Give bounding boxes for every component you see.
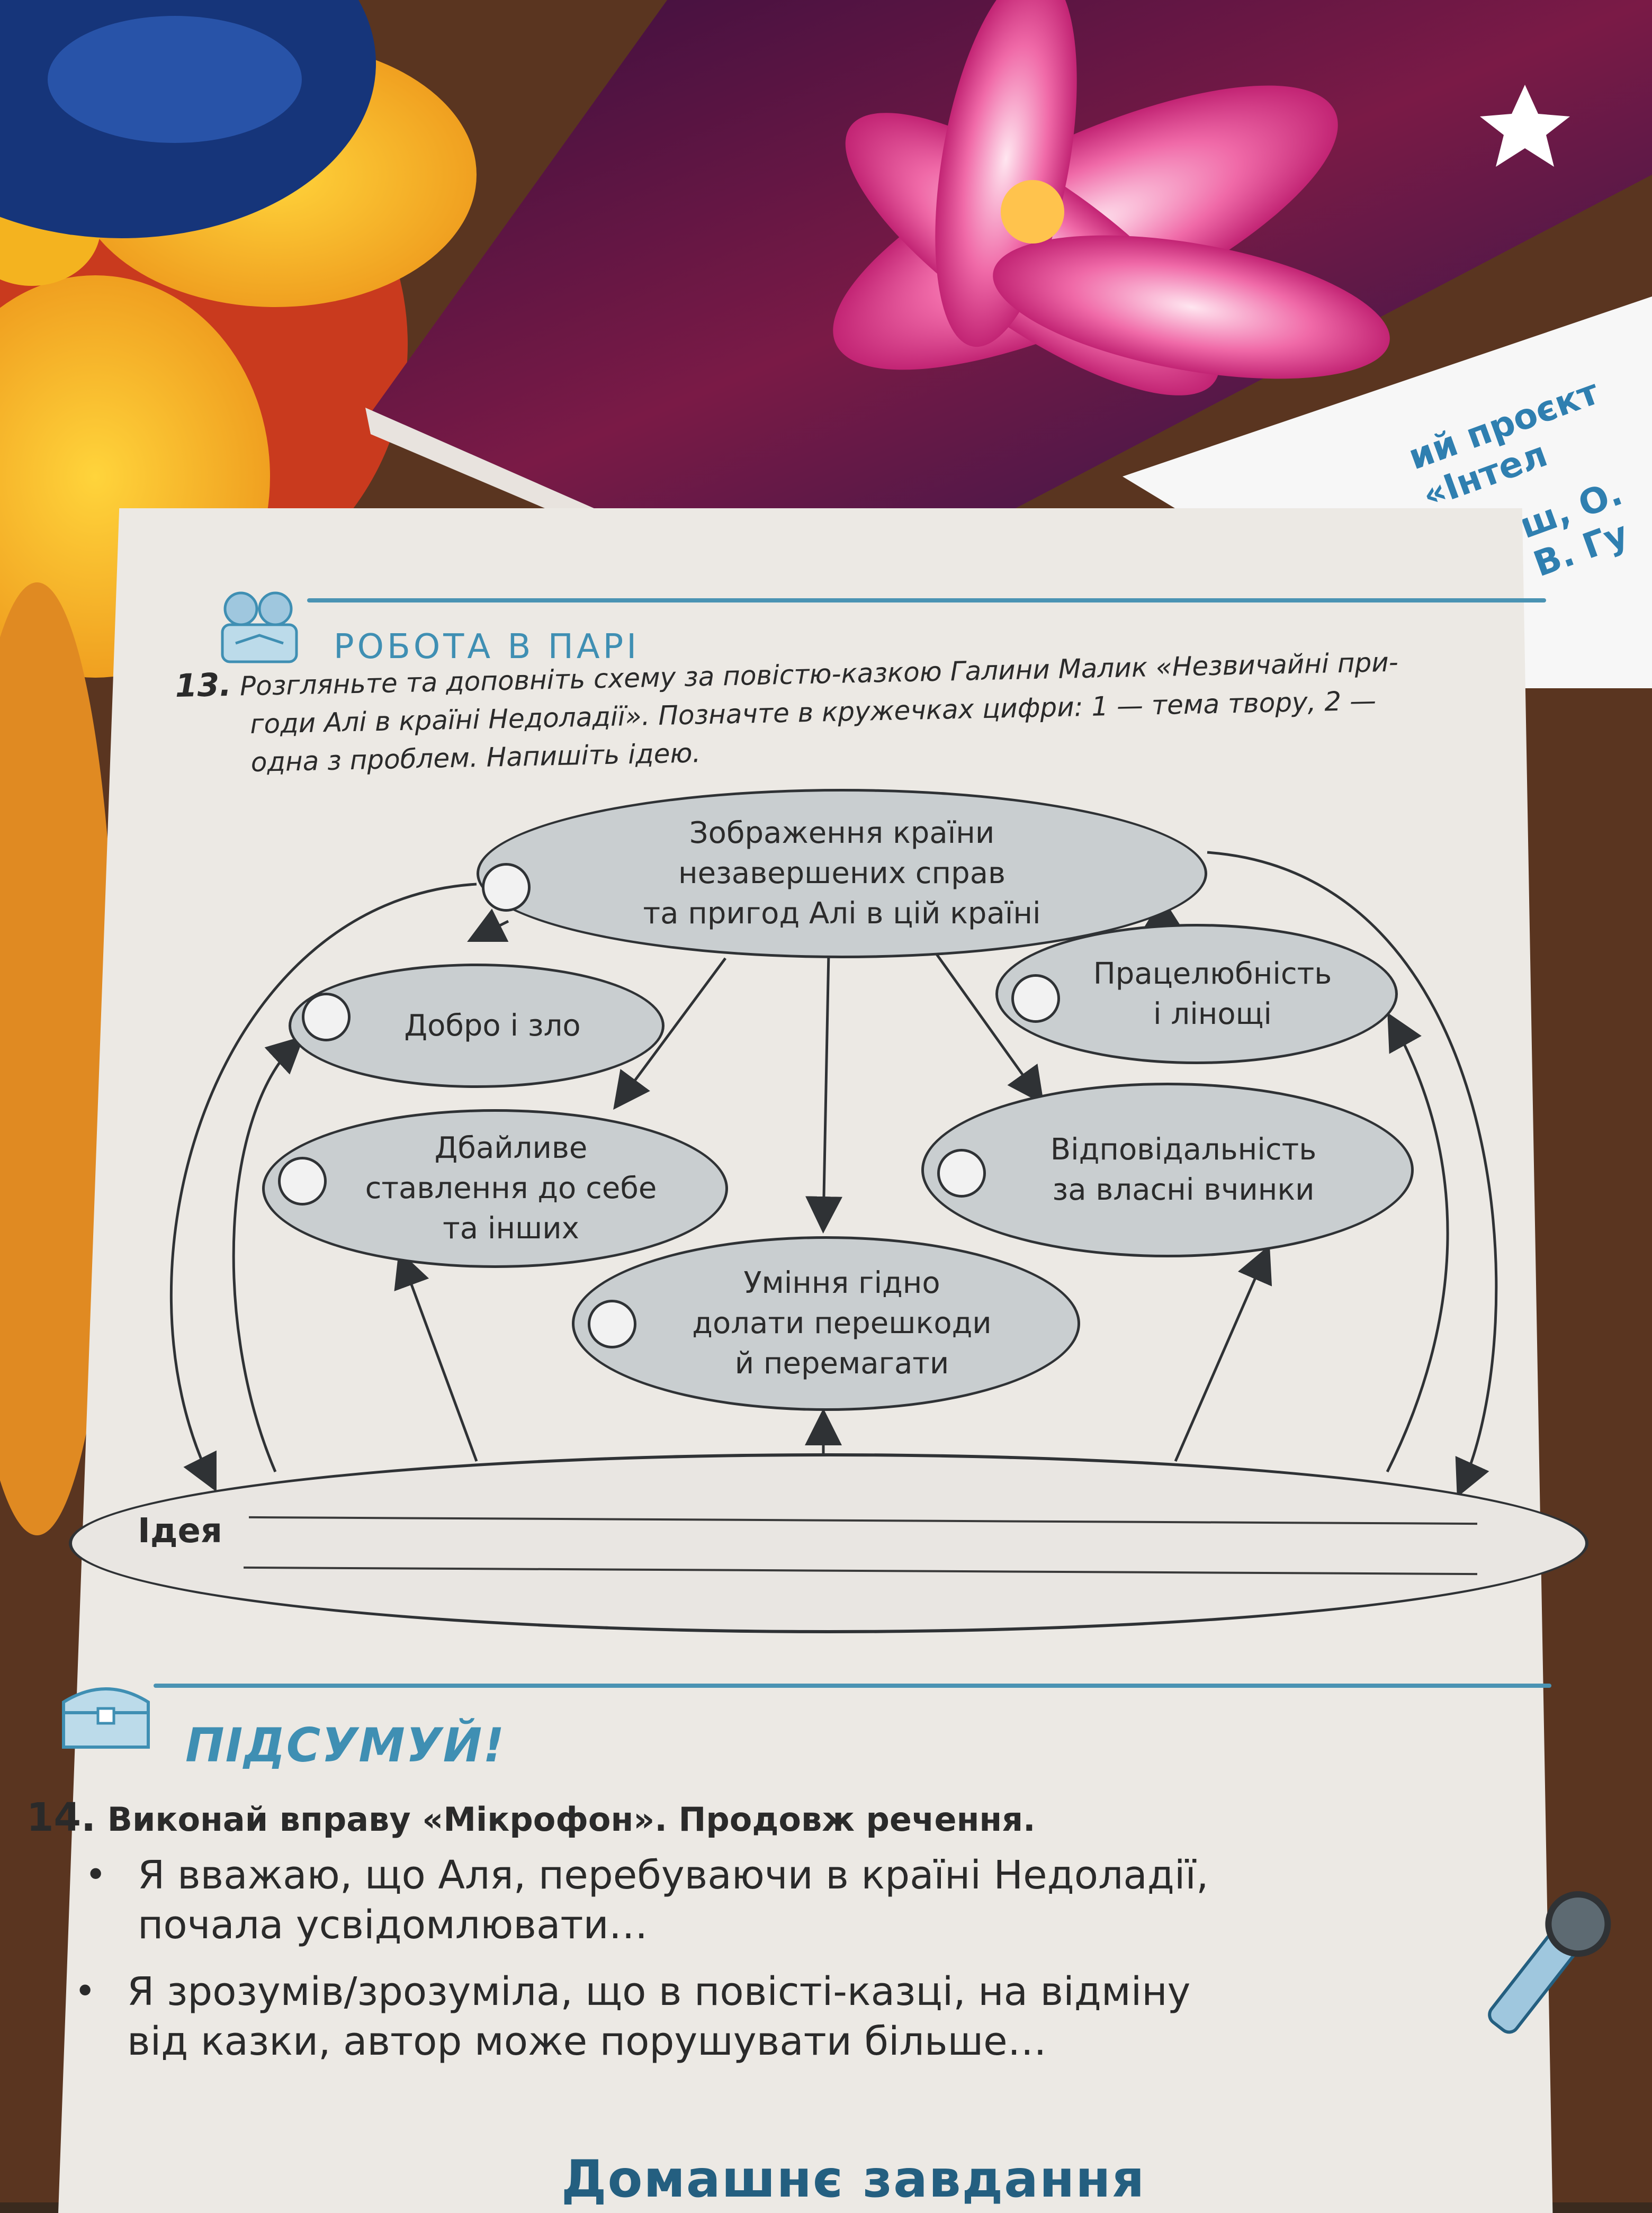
- node-diligence-laziness: Працелюбність і лінощі: [995, 924, 1398, 1064]
- lily-illustration: [833, 0, 1390, 395]
- bullet-1: •: [85, 1853, 107, 1896]
- chest-icon: [62, 1687, 150, 1749]
- children-reading-icon: [221, 591, 298, 663]
- circle-mark-obstacles[interactable]: [588, 1300, 636, 1348]
- summary-divider: [154, 1684, 1551, 1688]
- node-responsibility: Відповідальність за власні вчинки: [921, 1083, 1414, 1257]
- node-caring-attitude: Дбайливе ставлення до себе та інших: [262, 1109, 728, 1268]
- circle-mark-top[interactable]: [482, 863, 531, 912]
- node-top-theme: Зображення країни незавершених справ та …: [477, 789, 1207, 958]
- sentence-2: Я зрозумів/зрозуміла, що в повісті-казці…: [127, 1969, 1191, 2064]
- task-14-instruction: Виконай вправу «Мікрофон». Продовж речен…: [107, 1800, 1036, 1839]
- microphone-icon: [1488, 1891, 1611, 2034]
- circle-mark-good-evil[interactable]: [302, 993, 351, 1041]
- node-good-and-evil: Добро і зло: [289, 964, 665, 1088]
- task-14-text: 14. Виконай вправу «Мікрофон». Продовж р…: [26, 1795, 1036, 1840]
- section-title-pair-work: РОБОТА В ПАРІ: [334, 627, 640, 667]
- circle-mark-caring[interactable]: [278, 1157, 327, 1206]
- node-overcome-obstacles: Уміння гідно долати перешкоди й перемага…: [572, 1236, 1080, 1411]
- idea-label: Ідея: [138, 1512, 222, 1551]
- section-title-summary: ПІДСУМУЙ!: [185, 1718, 506, 1773]
- sentence-1: Я вважаю, що Аля, перебуваючи в країні Н…: [138, 1852, 1209, 1948]
- footer-homework-title: Домашнє завдання: [561, 2149, 1146, 2209]
- task-14-number: 14.: [26, 1795, 96, 1840]
- circle-mark-responsibility[interactable]: [937, 1149, 986, 1198]
- bullet-2: •: [74, 1969, 96, 2013]
- section-divider: [307, 598, 1546, 602]
- circle-mark-diligence[interactable]: [1011, 974, 1060, 1023]
- idea-ellipse: [69, 1453, 1588, 1633]
